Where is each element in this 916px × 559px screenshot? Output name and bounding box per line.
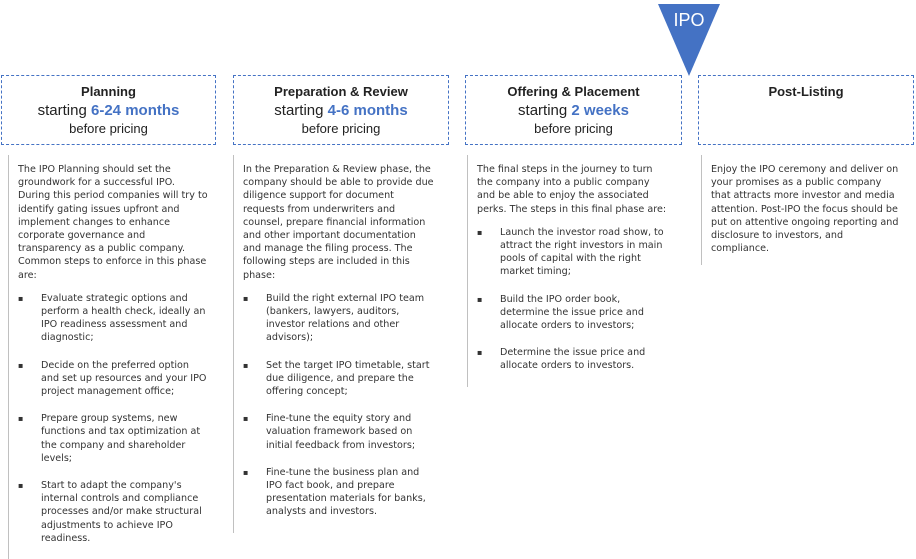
phase-start: starting 4-6 months bbox=[234, 102, 448, 119]
phase-start: starting 2 weeks bbox=[466, 102, 681, 119]
list-item: ▪ Launch the investor road show, to attra… bbox=[477, 226, 669, 279]
phase-steps-list: ▪ Launch the investor road show, to attra… bbox=[477, 226, 669, 373]
phase-pricing: before pricing bbox=[69, 121, 148, 136]
ipo-label: IPO bbox=[673, 10, 705, 30]
phase-preparation-body: In the Preparation & Review phase, the c… bbox=[233, 155, 443, 533]
phase-offering-body: The final steps in the journey to turn t… bbox=[467, 155, 677, 387]
step-text: Fine-tune the equity story and valuation… bbox=[266, 413, 416, 451]
phase-intro: Enjoy the IPO ceremony and deliver on yo… bbox=[711, 164, 899, 255]
phase-duration: 6-24 months bbox=[91, 102, 180, 119]
phase-steps-list: ▪ Evaluate strategic options and perform … bbox=[18, 292, 208, 545]
phase-title: Preparation & Review bbox=[274, 84, 408, 99]
phase-intro: The IPO Planning should set the groundwo… bbox=[18, 164, 208, 281]
phase-duration: 4-6 months bbox=[327, 102, 408, 119]
phase-pricing: before pricing bbox=[301, 121, 381, 136]
bullet-icon: ▪ bbox=[18, 360, 24, 370]
phase-preparation-header: Preparation & Review starting 4-6 months… bbox=[233, 75, 449, 145]
list-item: ▪ Fine-tune the equity story and valuatio… bbox=[243, 412, 435, 452]
list-item: ▪ Decide on the preferred option and set … bbox=[18, 359, 208, 399]
phase-title: Planning bbox=[81, 84, 136, 99]
step-text: Evaluate strategic options and perform a… bbox=[41, 292, 206, 344]
bullet-icon: ▪ bbox=[243, 467, 249, 477]
list-item: ▪ Build the right external IPO team (bank… bbox=[243, 292, 435, 345]
phase-post-listing-header: Post-Listing bbox=[698, 75, 914, 145]
step-text: Set the target IPO timetable, start due … bbox=[266, 359, 430, 398]
step-text: Start to adapt the company's internal co… bbox=[41, 480, 202, 544]
phase-duration: 2 weeks bbox=[571, 102, 629, 119]
phase-intro: In the Preparation & Review phase, the c… bbox=[243, 164, 434, 281]
bullet-icon: ▪ bbox=[243, 360, 249, 370]
bullet-icon: ▪ bbox=[243, 293, 249, 303]
phase-pricing: before pricing bbox=[534, 121, 613, 136]
start-prefix: starting bbox=[274, 102, 324, 119]
step-text: Launch the investor road show, to attrac… bbox=[500, 226, 664, 278]
phase-offering-header: Offering & Placement starting 2 weeks be… bbox=[465, 75, 682, 145]
bullet-icon: ▪ bbox=[477, 294, 483, 304]
list-item: ▪ Build the IPO order book, determine the… bbox=[477, 293, 669, 333]
ipo-triangle-icon bbox=[658, 4, 720, 76]
step-text: Build the right external IPO team (banke… bbox=[266, 292, 425, 344]
phase-planning-header: Planning starting 6-24 months before pri… bbox=[1, 75, 216, 145]
phase-planning-body: The IPO Planning should set the groundwo… bbox=[8, 155, 216, 559]
step-text: Determine the issue price and allocate o… bbox=[500, 347, 646, 372]
step-text: Prepare group systems, new functions and… bbox=[41, 413, 201, 464]
bullet-icon: ▪ bbox=[477, 227, 483, 237]
phase-intro: The final steps in the journey to turn t… bbox=[477, 164, 667, 215]
phase-steps-list: ▪ Build the right external IPO team (bank… bbox=[243, 292, 435, 519]
bullet-icon: ▪ bbox=[18, 414, 24, 424]
bullet-icon: ▪ bbox=[18, 481, 24, 491]
step-text: Decide on the preferred option and set u… bbox=[41, 359, 207, 398]
phase-post-listing-body: Enjoy the IPO ceremony and deliver on yo… bbox=[701, 155, 907, 266]
list-item: ▪ Determine the issue price and allocate … bbox=[477, 346, 669, 372]
ipo-marker bbox=[658, 4, 720, 76]
phase-title: Post-Listing bbox=[768, 84, 844, 99]
step-text: Build the IPO order book, determine the … bbox=[500, 293, 644, 332]
list-item: ▪ Set the target IPO timetable, start due… bbox=[243, 359, 435, 399]
phase-title: Offering & Placement bbox=[507, 84, 640, 99]
list-item: ▪ Start to adapt the company's internal c… bbox=[18, 479, 208, 545]
bullet-icon: ▪ bbox=[477, 348, 483, 358]
bullet-icon: ▪ bbox=[18, 293, 24, 303]
list-item: ▪ Evaluate strategic options and perform … bbox=[18, 292, 208, 345]
phase-start: starting 6-24 months bbox=[2, 102, 215, 119]
start-prefix: starting bbox=[518, 102, 568, 119]
step-text: Fine-tune the business plan and IPO fact… bbox=[266, 466, 426, 518]
list-item: ▪ Prepare group systems, new functions an… bbox=[18, 412, 208, 465]
bullet-icon: ▪ bbox=[243, 414, 249, 424]
start-prefix: starting bbox=[37, 102, 87, 119]
list-item: ▪ Fine-tune the business plan and IPO fac… bbox=[243, 466, 435, 519]
